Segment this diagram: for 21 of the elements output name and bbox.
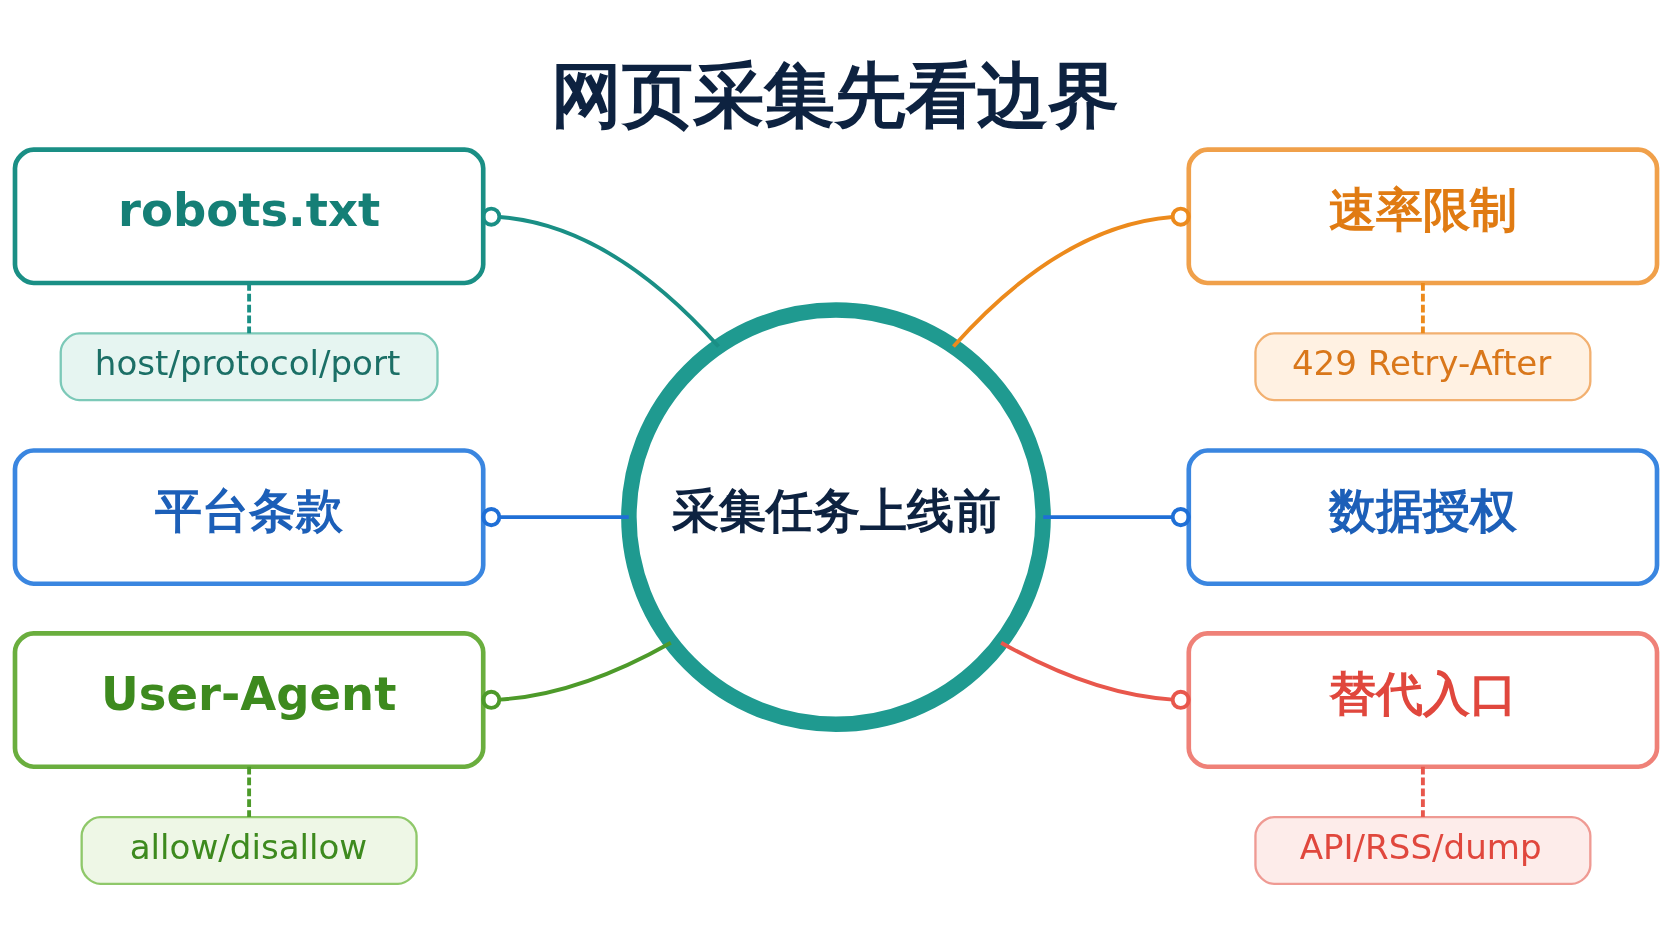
node-box: 429 Retry-After <box>1254 331 1592 401</box>
node-circle: 采集任务上线前 <box>621 301 1051 732</box>
node-box: 速率限制 <box>1186 146 1660 285</box>
connector <box>1420 766 1425 817</box>
connector <box>481 506 629 527</box>
diagram-title: 网页采集先看边界 <box>551 53 1120 137</box>
node-box: 替代入口 <box>1186 630 1660 769</box>
connector <box>1043 506 1191 527</box>
connector <box>247 766 252 817</box>
node-box: API/RSS/dump <box>1254 815 1592 885</box>
connector <box>1000 640 1191 710</box>
node-box: robots.txt <box>12 146 486 285</box>
connector <box>481 640 672 710</box>
node-box: User-Agent <box>12 630 486 769</box>
node-box: 平台条款 <box>12 447 486 586</box>
node-box: 数据授权 <box>1186 447 1660 586</box>
node-box: allow/disallow <box>80 815 418 885</box>
connector <box>247 282 252 333</box>
connector <box>1420 282 1425 333</box>
connector <box>952 206 1191 348</box>
node-box: host/protocol/port <box>59 331 439 401</box>
